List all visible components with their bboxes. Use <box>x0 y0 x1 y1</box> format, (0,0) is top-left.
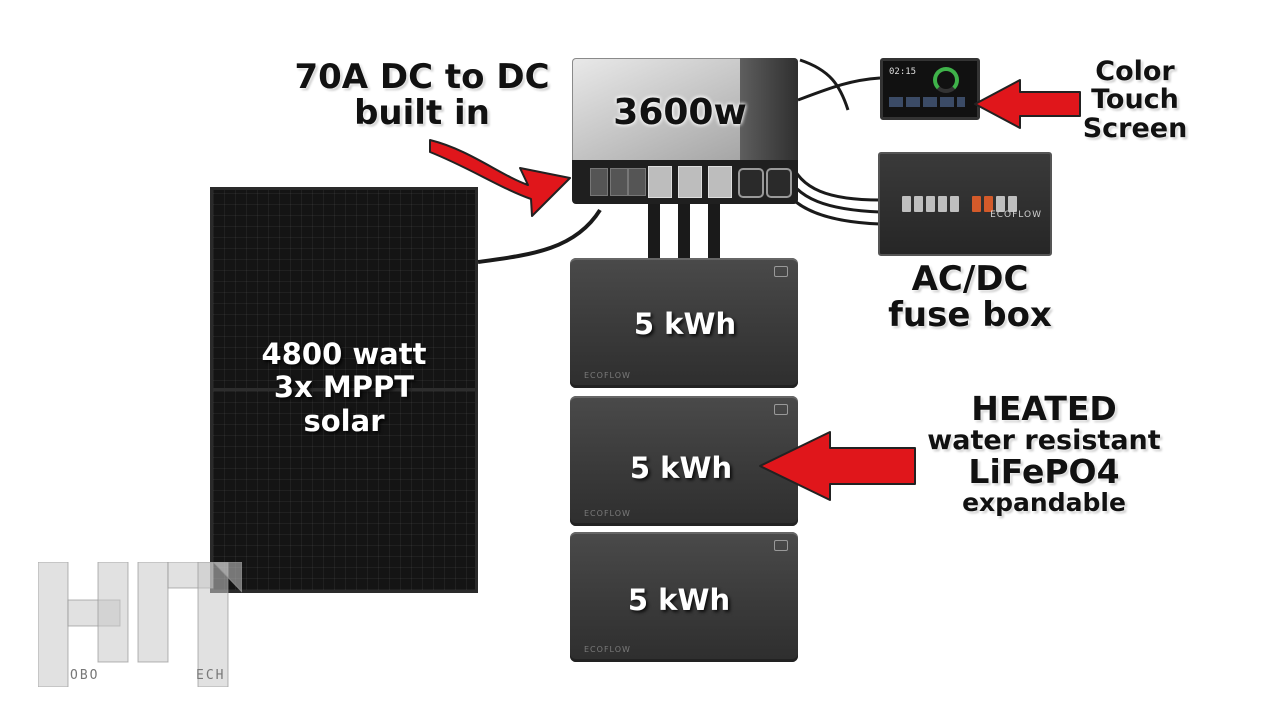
heated-text: HEATED <box>971 389 1117 428</box>
lifepo4-text: LiFePO4 <box>968 451 1120 491</box>
breaker <box>996 196 1005 212</box>
logo-mark <box>37 561 243 688</box>
dc-to-dc-line2: built in <box>354 92 490 133</box>
solar-panel-divider <box>213 388 475 391</box>
fuse-box-device: ECOFLOW <box>878 152 1052 256</box>
touch-line1: Color <box>1095 56 1175 87</box>
dc-arrow-icon <box>429 139 571 217</box>
logo-left-text: OBO <box>70 668 100 683</box>
battery-cable-1 <box>648 200 660 258</box>
inverter-top-cable <box>799 58 850 111</box>
battery-brand: ECOFLOW <box>584 371 631 380</box>
battery-port <box>648 166 672 198</box>
inverter-port-panel <box>572 160 798 204</box>
solar-label-line1: 4800 watt <box>261 337 427 371</box>
battery-brand: ECOFLOW <box>584 509 631 518</box>
solar-label: 4800 watt 3x MPPT solar <box>226 337 462 438</box>
screen-gauge-icon <box>933 67 959 93</box>
screen-cable <box>797 76 881 102</box>
battery-badge-icon <box>774 540 788 551</box>
breaker <box>902 196 911 212</box>
expandable-text: expandable <box>962 487 1126 517</box>
dc-to-dc-line1: 70A DC to DC <box>294 57 550 97</box>
battery-module-3: ECOFLOW <box>570 532 798 662</box>
solar-cable <box>477 208 602 264</box>
dc-to-dc-label: 70A DC to DC built in <box>282 57 562 133</box>
ac-outlet <box>738 168 764 198</box>
battery-brand: ECOFLOW <box>584 645 631 654</box>
breaker <box>972 196 981 212</box>
battery-badge-icon <box>774 404 788 415</box>
battery-module-1: ECOFLOW <box>570 258 798 388</box>
breaker <box>984 196 993 212</box>
solar-label-line2: 3x MPPT <box>273 370 415 405</box>
dc-port <box>628 168 646 196</box>
battery-features-label: HEATED water resistant LiFePO4 expandabl… <box>910 389 1178 517</box>
fuse-line1: AC/DC <box>911 259 1029 299</box>
screen-tiles <box>889 97 965 107</box>
battery-module-2: ECOFLOW <box>570 396 798 526</box>
inverter-side-panel <box>740 58 798 164</box>
battery-badge-icon <box>774 266 788 277</box>
logo-right-text: ECH <box>196 668 226 683</box>
inverter-label: 3600w <box>613 92 747 133</box>
touch-line2: Touch <box>1091 84 1179 116</box>
dc-port <box>590 168 608 196</box>
battery-label-1: 5 kWh <box>633 307 737 341</box>
battery-cable-3 <box>708 200 720 258</box>
breaker <box>914 196 923 212</box>
battery-cable-2 <box>678 200 690 258</box>
fuse-box-label: AC/DC fuse box <box>872 259 1068 335</box>
breaker <box>926 196 935 212</box>
ac-outlet <box>766 168 792 198</box>
touch-screen-label: Color Touch Screen <box>1072 56 1198 144</box>
breaker <box>1008 196 1017 212</box>
battery-label-2: 5 kWh <box>629 451 733 485</box>
water-resistant-text: water resistant <box>927 424 1161 456</box>
fusebox-brand: ECOFLOW <box>990 210 1042 220</box>
solar-label-line3: solar <box>303 403 385 438</box>
battery-arrow-icon <box>759 431 916 501</box>
fuse-line2: fuse box <box>888 294 1052 335</box>
breaker <box>950 196 959 212</box>
battery-port <box>678 166 702 198</box>
battery-port <box>708 166 732 198</box>
screen-arrow-icon <box>974 79 1081 129</box>
hobo-tech-logo: OBO ECH <box>37 561 243 688</box>
dc-port <box>610 168 628 196</box>
screen-readout: 02:15 <box>889 67 917 77</box>
battery-label-3: 5 kWh <box>627 583 731 617</box>
touch-line3: Screen <box>1082 112 1188 144</box>
breaker <box>938 196 947 212</box>
touch-screen-device: 02:15 <box>880 58 980 120</box>
